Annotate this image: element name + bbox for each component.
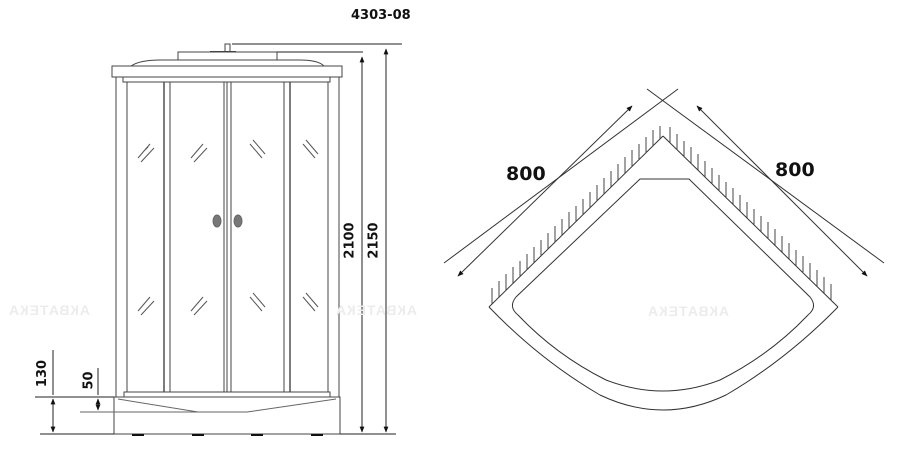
wall-hatching-left: [491, 126, 661, 304]
roof-dome: [130, 59, 325, 67]
watermark: АКВАТЕКА: [8, 302, 91, 318]
model-label: 4303-08: [351, 8, 411, 23]
wall-hatching-right: [669, 127, 832, 300]
roof-slab: [111, 65, 343, 78]
dimension-total-height: 2150: [366, 222, 382, 259]
roof-cap: [177, 51, 278, 61]
tray-curve: [117, 398, 337, 413]
dimension-cabin-height: 2100: [342, 222, 358, 259]
glass-reflection-icons: [137, 139, 319, 316]
dimension-right-side: 800: [775, 159, 815, 181]
tray-rim: [123, 391, 331, 398]
tray-inner-edge: [512, 178, 814, 392]
dimension-tray-step: 50: [81, 371, 97, 390]
door-handle-right-icon: [233, 214, 243, 228]
dimension-lines-front: [35, 43, 402, 435]
dimension-tray-height: 130: [35, 359, 51, 388]
plan-view: [443, 88, 885, 411]
shower-tray: [113, 396, 341, 435]
door-handle-left-icon: [212, 214, 222, 228]
tray-outer-edge: [488, 306, 839, 411]
roof-trim: [122, 76, 331, 83]
wall-right: [646, 88, 885, 264]
watermark: АКВАТЕКА: [335, 302, 418, 318]
front-elevation: [111, 43, 343, 436]
dimension-left-side: 800: [506, 163, 546, 185]
roof-vent-icon: [210, 43, 236, 53]
watermark: АКВАТЕКА: [647, 303, 730, 319]
